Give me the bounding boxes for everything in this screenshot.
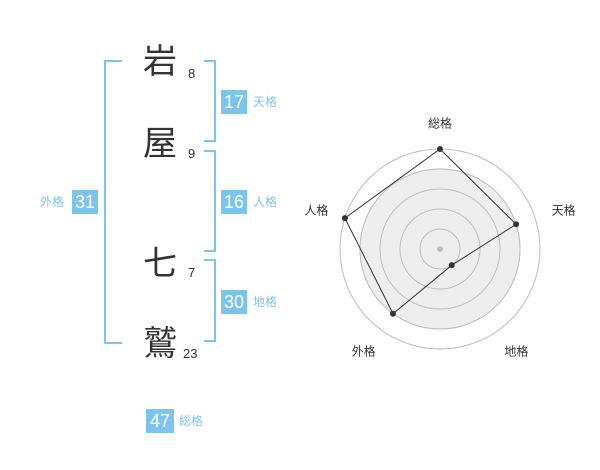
jinkaku-bracket bbox=[204, 150, 216, 252]
tenkaku-value: 17 bbox=[221, 90, 247, 114]
radar-axis-label-3: 地格 bbox=[504, 344, 529, 359]
name-char-4: 鷲 bbox=[143, 324, 177, 364]
jinkaku-label: 人格 bbox=[253, 195, 278, 209]
radar-axis-label-5: 人格 bbox=[304, 203, 329, 218]
chikaku-value: 30 bbox=[221, 290, 247, 314]
stroke-count-4: 23 bbox=[183, 346, 198, 361]
jinkaku-value: 16 bbox=[221, 190, 247, 214]
gaikaku-bracket bbox=[104, 60, 122, 344]
name-char-1: 岩 bbox=[143, 42, 177, 82]
radar-series-line bbox=[344, 148, 517, 315]
radar-axis-label-1: 総格 bbox=[427, 116, 453, 131]
gaikaku-value: 31 bbox=[72, 190, 98, 214]
name-char-3: 七 bbox=[143, 244, 177, 284]
stroke-count-3: 7 bbox=[188, 265, 196, 280]
radar-point-2 bbox=[513, 221, 520, 228]
radar-point-4 bbox=[389, 310, 396, 317]
radar-center-dot bbox=[437, 246, 443, 252]
soukaku-label: 総格 bbox=[179, 414, 204, 428]
radar-axis-label-4: 外格 bbox=[351, 344, 376, 359]
name-char-2: 屋 bbox=[143, 124, 177, 164]
stroke-count-1: 8 bbox=[188, 66, 196, 81]
radar-point-5 bbox=[341, 215, 348, 222]
stroke-count-2: 9 bbox=[188, 146, 196, 161]
radar-ring bbox=[419, 228, 461, 270]
radar-ring bbox=[399, 208, 481, 290]
tenkaku-label: 天格 bbox=[253, 95, 278, 109]
radar-point-3 bbox=[448, 262, 455, 269]
radar-point-1 bbox=[437, 146, 443, 152]
chikaku-bracket bbox=[204, 259, 216, 342]
gaikaku-label: 外格 bbox=[40, 195, 65, 209]
chikaku-label: 地格 bbox=[253, 295, 278, 309]
tenkaku-bracket bbox=[204, 60, 216, 142]
radar-ring bbox=[379, 188, 501, 310]
soukaku-value: 47 bbox=[146, 409, 174, 433]
radar-axis-label-2: 天格 bbox=[551, 203, 576, 218]
